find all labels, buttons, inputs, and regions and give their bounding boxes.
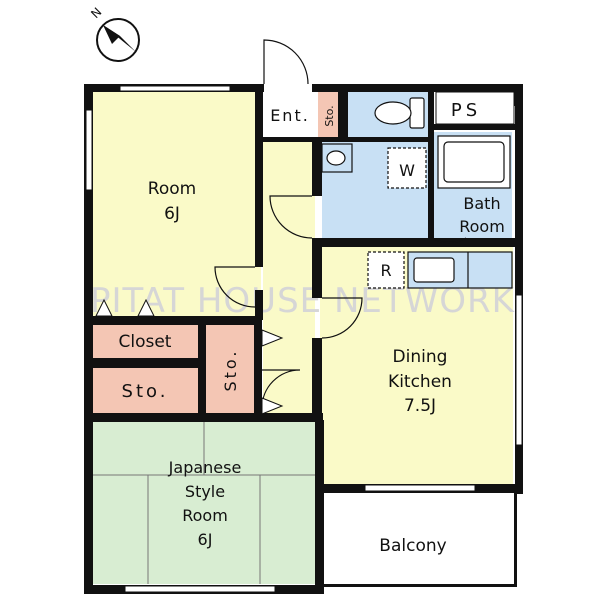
toilet-tank [409, 97, 425, 129]
bath-door [431, 204, 467, 244]
fridge-box [367, 251, 405, 289]
dining-door [321, 297, 363, 339]
hallway-fill [263, 140, 315, 415]
washroom-door [269, 195, 313, 239]
ps-label: PS [451, 100, 481, 121]
room-door [214, 266, 256, 308]
tatami-lines [93, 422, 315, 584]
entrance-fill [263, 92, 318, 140]
washer-box [387, 147, 427, 189]
compass-arrow-tail-icon [103, 25, 120, 44]
room-label: Room [148, 179, 196, 199]
room-size: 6J [164, 204, 180, 224]
storage-left-fill [93, 368, 198, 415]
compass: N [88, 5, 140, 62]
bathtub-inner [443, 141, 505, 183]
fridge-label: R [380, 261, 391, 280]
closet-door-marks [95, 298, 284, 415]
compass-label: N [88, 5, 104, 21]
japanese-label-3: Room [182, 506, 228, 525]
doors [214, 39, 467, 409]
entrance-storage-fill [318, 92, 338, 140]
storage-left-label: Sto. [122, 381, 169, 402]
entrance-door [263, 39, 309, 85]
storage-hall-fill [204, 325, 254, 413]
washbasin-sink [326, 150, 346, 166]
entrance-storage-label: Sto. [323, 105, 336, 126]
closet-label: Closet [119, 332, 172, 352]
closet-fill [93, 325, 198, 358]
balcony-label: Balcony [379, 536, 446, 556]
japanese-size: 6J [198, 530, 213, 549]
washer-label: W [399, 161, 415, 180]
toilet-bowl [374, 101, 412, 125]
bath-label-2: Room [459, 217, 505, 236]
labels: Room 6J Ent. Sto. PS W Bath Room R Close… [119, 100, 505, 556]
balcony-fill [322, 492, 515, 584]
entrance-label: Ent. [270, 106, 310, 125]
dining-size: 7.5J [404, 396, 436, 416]
dining-label-2: Kitchen [388, 372, 452, 392]
room-fill [93, 92, 261, 320]
windows [85, 85, 523, 593]
ps-box [435, 91, 515, 125]
bath-label-1: Bath [463, 194, 500, 213]
sink [413, 257, 455, 283]
dining-label-1: Dining [393, 347, 448, 367]
storage-hall-label: Sto. [221, 348, 240, 391]
japanese-label-2: Style [185, 482, 225, 501]
japanese-label-1: Japanese [168, 458, 242, 477]
fixtures [321, 97, 513, 289]
